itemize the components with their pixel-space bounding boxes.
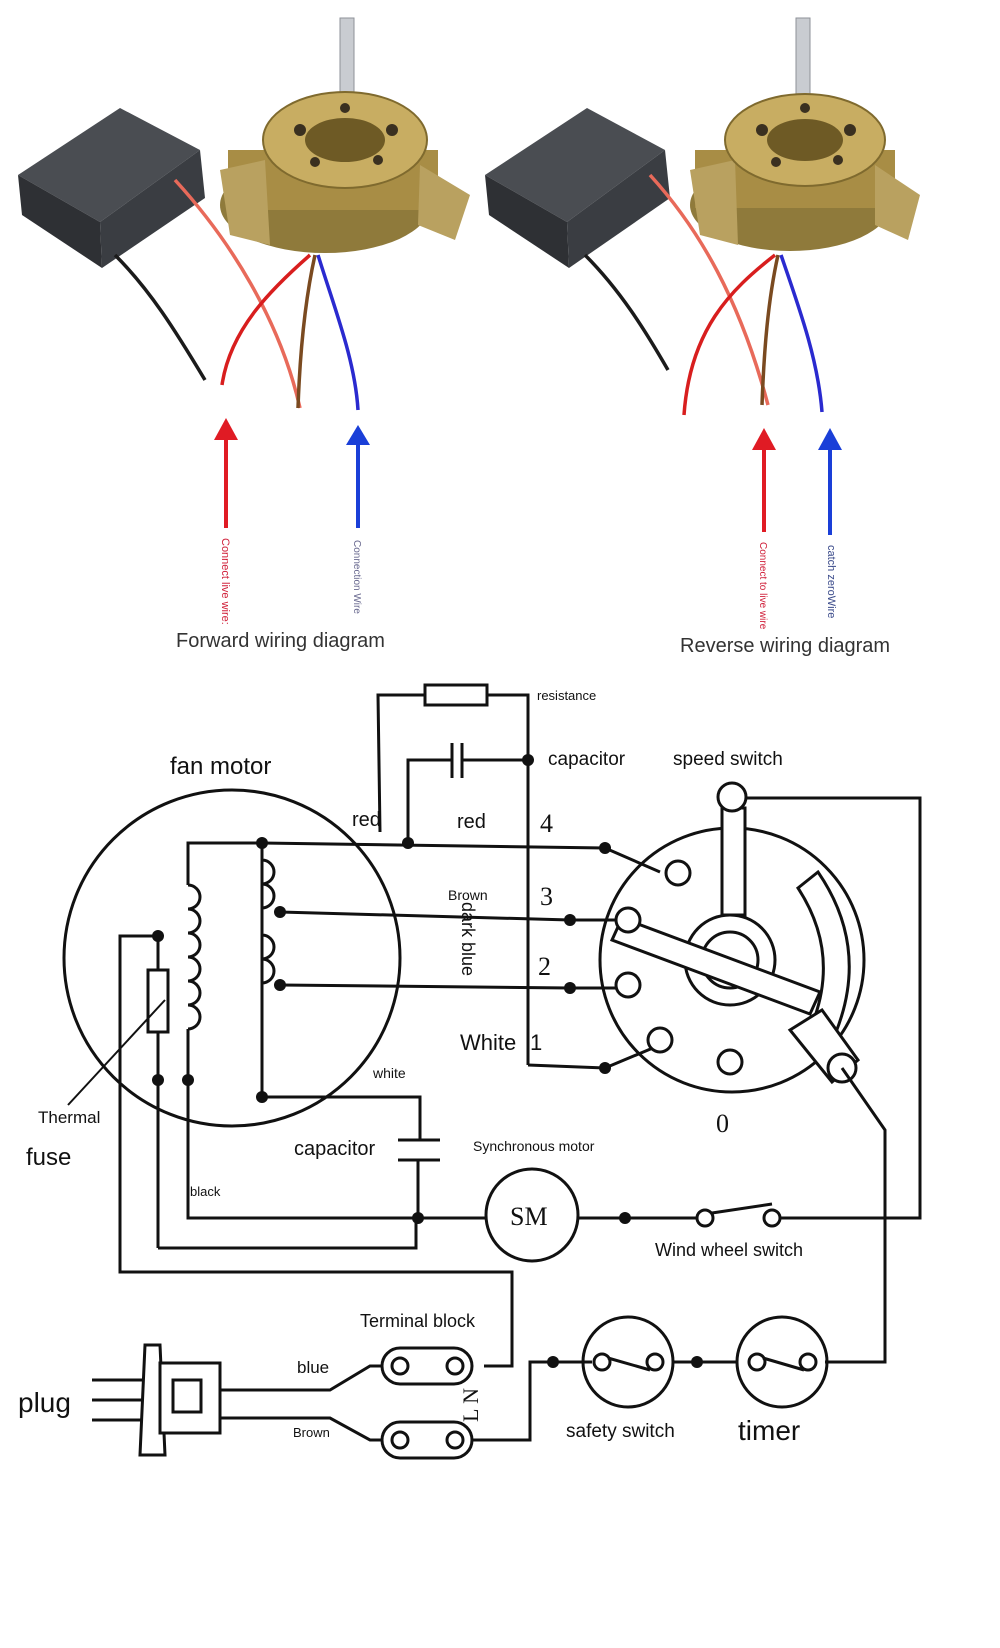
synchronous-motor-circle xyxy=(484,1167,580,1263)
fan-motor-photo xyxy=(220,17,470,253)
black-label: black xyxy=(190,1184,221,1199)
top-capacitor xyxy=(406,743,530,1065)
forward-photo: Connect live wire: Connection Wire Forwa… xyxy=(18,17,470,652)
brown-plug-label: Brown xyxy=(293,1425,330,1440)
live-arrow-forward xyxy=(214,418,238,528)
brown-label: Brown xyxy=(448,887,488,903)
live-wire-label-reverse: Connect to live wire xyxy=(757,542,768,630)
plug-label: plug xyxy=(18,1387,71,1418)
neutral-arrow-reverse xyxy=(818,428,842,535)
terminal-block xyxy=(380,1346,474,1460)
plug-symbol xyxy=(92,1343,222,1457)
safety-switch-label: safety switch xyxy=(566,1421,675,1442)
neutral-wire-label-reverse: catch zeroWire xyxy=(825,545,837,618)
schematic xyxy=(62,683,922,1460)
resistance-label: resistance xyxy=(537,688,596,703)
white-small-label: white xyxy=(372,1065,406,1081)
timer-switch xyxy=(735,1315,829,1409)
motor-winding xyxy=(186,841,276,1097)
wind-wheel-switch xyxy=(695,1202,782,1228)
live-arrow-reverse xyxy=(752,428,776,532)
capacitor-bottom-label: capacitor xyxy=(294,1138,375,1160)
fan-motor-photo xyxy=(690,17,920,251)
fan-motor-label: fan motor xyxy=(170,753,271,780)
live-wire-label-forward: Connect live wire: xyxy=(219,538,231,625)
synchronous-motor-label: Synchronous motor xyxy=(473,1138,595,1154)
ln-label: L N xyxy=(458,1388,483,1422)
blue-label: blue xyxy=(297,1358,329,1377)
run-capacitor-box xyxy=(18,108,205,268)
speed-1-label: 1 xyxy=(530,1030,542,1055)
neutral-wire-label-forward: Connection Wire xyxy=(351,540,362,614)
thermal-fuse xyxy=(67,934,514,1368)
bottom-capacitor xyxy=(398,1138,440,1218)
wind-wheel-switch-label: Wind wheel switch xyxy=(655,1240,803,1260)
dark-blue-label: dark blue xyxy=(458,902,478,976)
capacitor-top-label: capacitor xyxy=(548,749,626,770)
speed-2-label: 2 xyxy=(538,952,551,981)
photo-wires xyxy=(583,173,824,416)
thermal-label: Thermal xyxy=(38,1108,100,1127)
terminal-block-label: Terminal block xyxy=(360,1311,476,1331)
red-left-label: red xyxy=(352,809,381,831)
neutral-arrow-forward xyxy=(346,425,370,528)
schematic-labels: resistance capacitor speed switch fan mo… xyxy=(18,688,803,1446)
photo-wires xyxy=(113,178,360,411)
run-capacitor-box xyxy=(485,108,670,268)
white-1-label: White xyxy=(460,1030,516,1055)
red-right-label: red xyxy=(457,811,486,833)
speed-switch-label: speed switch xyxy=(673,749,783,770)
speed-0-label: 0 xyxy=(716,1109,729,1138)
speed-switch xyxy=(598,781,866,1094)
speed-4-label: 4 xyxy=(540,809,553,838)
junction-dots xyxy=(152,754,703,1368)
timer-label: timer xyxy=(738,1415,800,1446)
speed-3-label: 3 xyxy=(540,882,553,911)
fan-motor-circle xyxy=(62,788,402,1128)
safety-switch xyxy=(581,1315,675,1409)
reverse-caption: Reverse wiring diagram xyxy=(680,635,890,657)
fuse-label: fuse xyxy=(26,1144,71,1171)
sm-label: SM xyxy=(510,1202,548,1231)
reverse-photo: Connect to live wire catch zeroWire Reve… xyxy=(485,17,920,657)
resistance-branch xyxy=(376,683,530,833)
forward-caption: Forward wiring diagram xyxy=(176,630,385,652)
